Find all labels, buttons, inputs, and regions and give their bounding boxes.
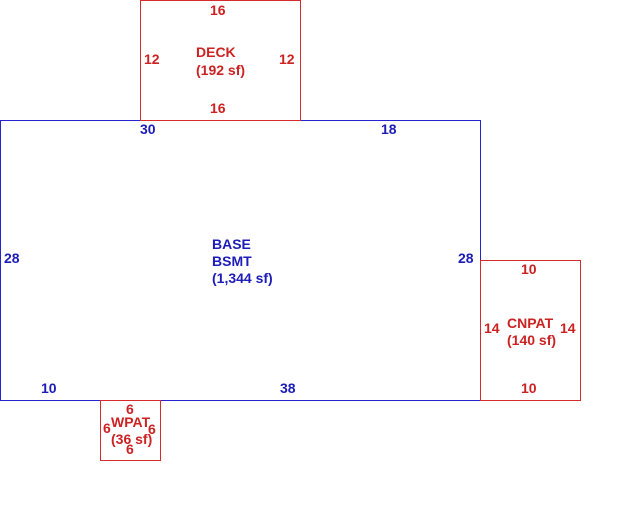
wpat-dim-top: 6 [126, 401, 134, 417]
cnpat-dim-left: 14 [484, 320, 500, 336]
wpat-dim-left: 6 [103, 420, 111, 436]
base-dim-top-left: 30 [140, 121, 156, 137]
deck-dim-left: 12 [144, 51, 160, 67]
wpat-label: WPAT [111, 414, 151, 430]
wpat-dim-bottom: 6 [126, 441, 134, 457]
wpat-area: (36 sf) [111, 431, 152, 447]
deck-dim-bottom: 16 [210, 100, 226, 116]
wpat-outline [100, 400, 161, 461]
base-dim-bottom-left: 10 [41, 380, 57, 396]
deck-dim-right: 12 [279, 51, 295, 67]
deck-dim-top: 16 [210, 2, 226, 18]
cnpat-dim-top: 10 [521, 261, 537, 277]
deck-label: DECK [196, 44, 236, 60]
base-dim-left: 28 [4, 250, 20, 266]
cnpat-label: CNPAT [507, 315, 554, 331]
base-label: BASE [212, 236, 251, 252]
cnpat-dim-bottom: 10 [521, 380, 537, 396]
wpat-dim-right: 6 [148, 421, 156, 437]
cnpat-dim-right: 14 [560, 320, 576, 336]
deck-outline [140, 0, 301, 121]
cnpat-area: (140 sf) [507, 332, 556, 348]
base-dim-top-right: 18 [381, 121, 397, 137]
base-dim-right: 28 [458, 250, 474, 266]
base-sublabel: BSMT [212, 253, 252, 269]
base-dim-bottom: 38 [280, 380, 296, 396]
cnpat-outline [480, 260, 581, 401]
base-area: (1,344 sf) [212, 270, 273, 286]
deck-area: (192 sf) [196, 62, 245, 78]
